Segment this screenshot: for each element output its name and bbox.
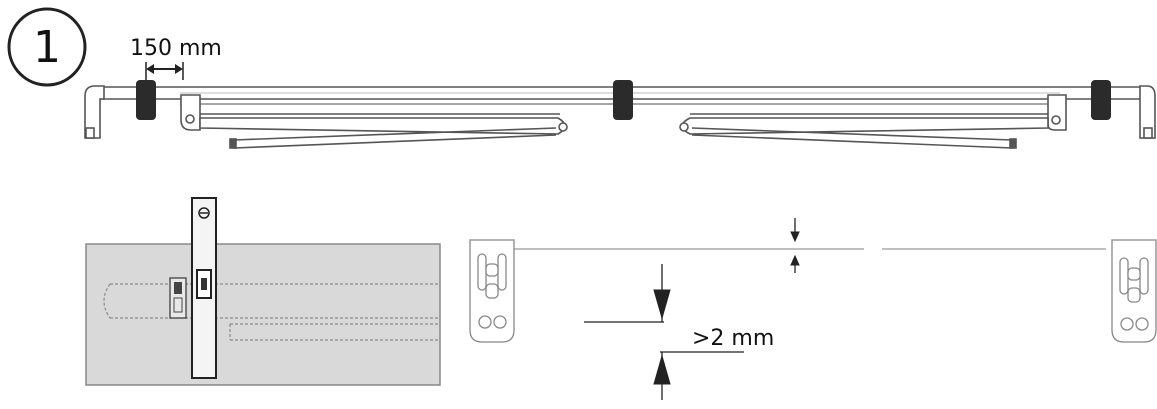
bracket-center	[613, 80, 633, 120]
top-tolerance-marker	[790, 218, 800, 273]
arrow-down-icon	[653, 289, 671, 320]
arrow-up-icon	[653, 354, 671, 385]
left-arm-hinge	[180, 94, 201, 131]
step-circle	[7, 7, 87, 87]
right-end-cap	[1139, 85, 1156, 139]
awning-assembly	[84, 85, 1156, 149]
bracket-right	[1091, 80, 1111, 120]
wall-panel	[85, 243, 441, 386]
spirit-level-icon	[191, 197, 217, 379]
left-folding-arm	[199, 117, 566, 135]
offset-dimension	[584, 264, 744, 400]
left-end-cap	[84, 85, 105, 139]
offset-label: >2 mm	[692, 326, 774, 351]
bracket-left	[136, 80, 156, 120]
wall-panel-view	[85, 197, 441, 386]
mounting-plate-left	[469, 239, 515, 343]
step-number: 1	[33, 22, 61, 73]
spacing-dimension: 150 mm	[130, 36, 222, 80]
right-folding-arm	[681, 117, 1049, 135]
step-badge: 1	[7, 7, 87, 87]
wall-brackets-top	[136, 80, 1111, 120]
right-arm-hinge	[1047, 94, 1067, 131]
wall-bracket-icon	[169, 277, 187, 319]
spacing-label: 150 mm	[130, 36, 222, 61]
mounting-plate-right	[1111, 239, 1157, 343]
